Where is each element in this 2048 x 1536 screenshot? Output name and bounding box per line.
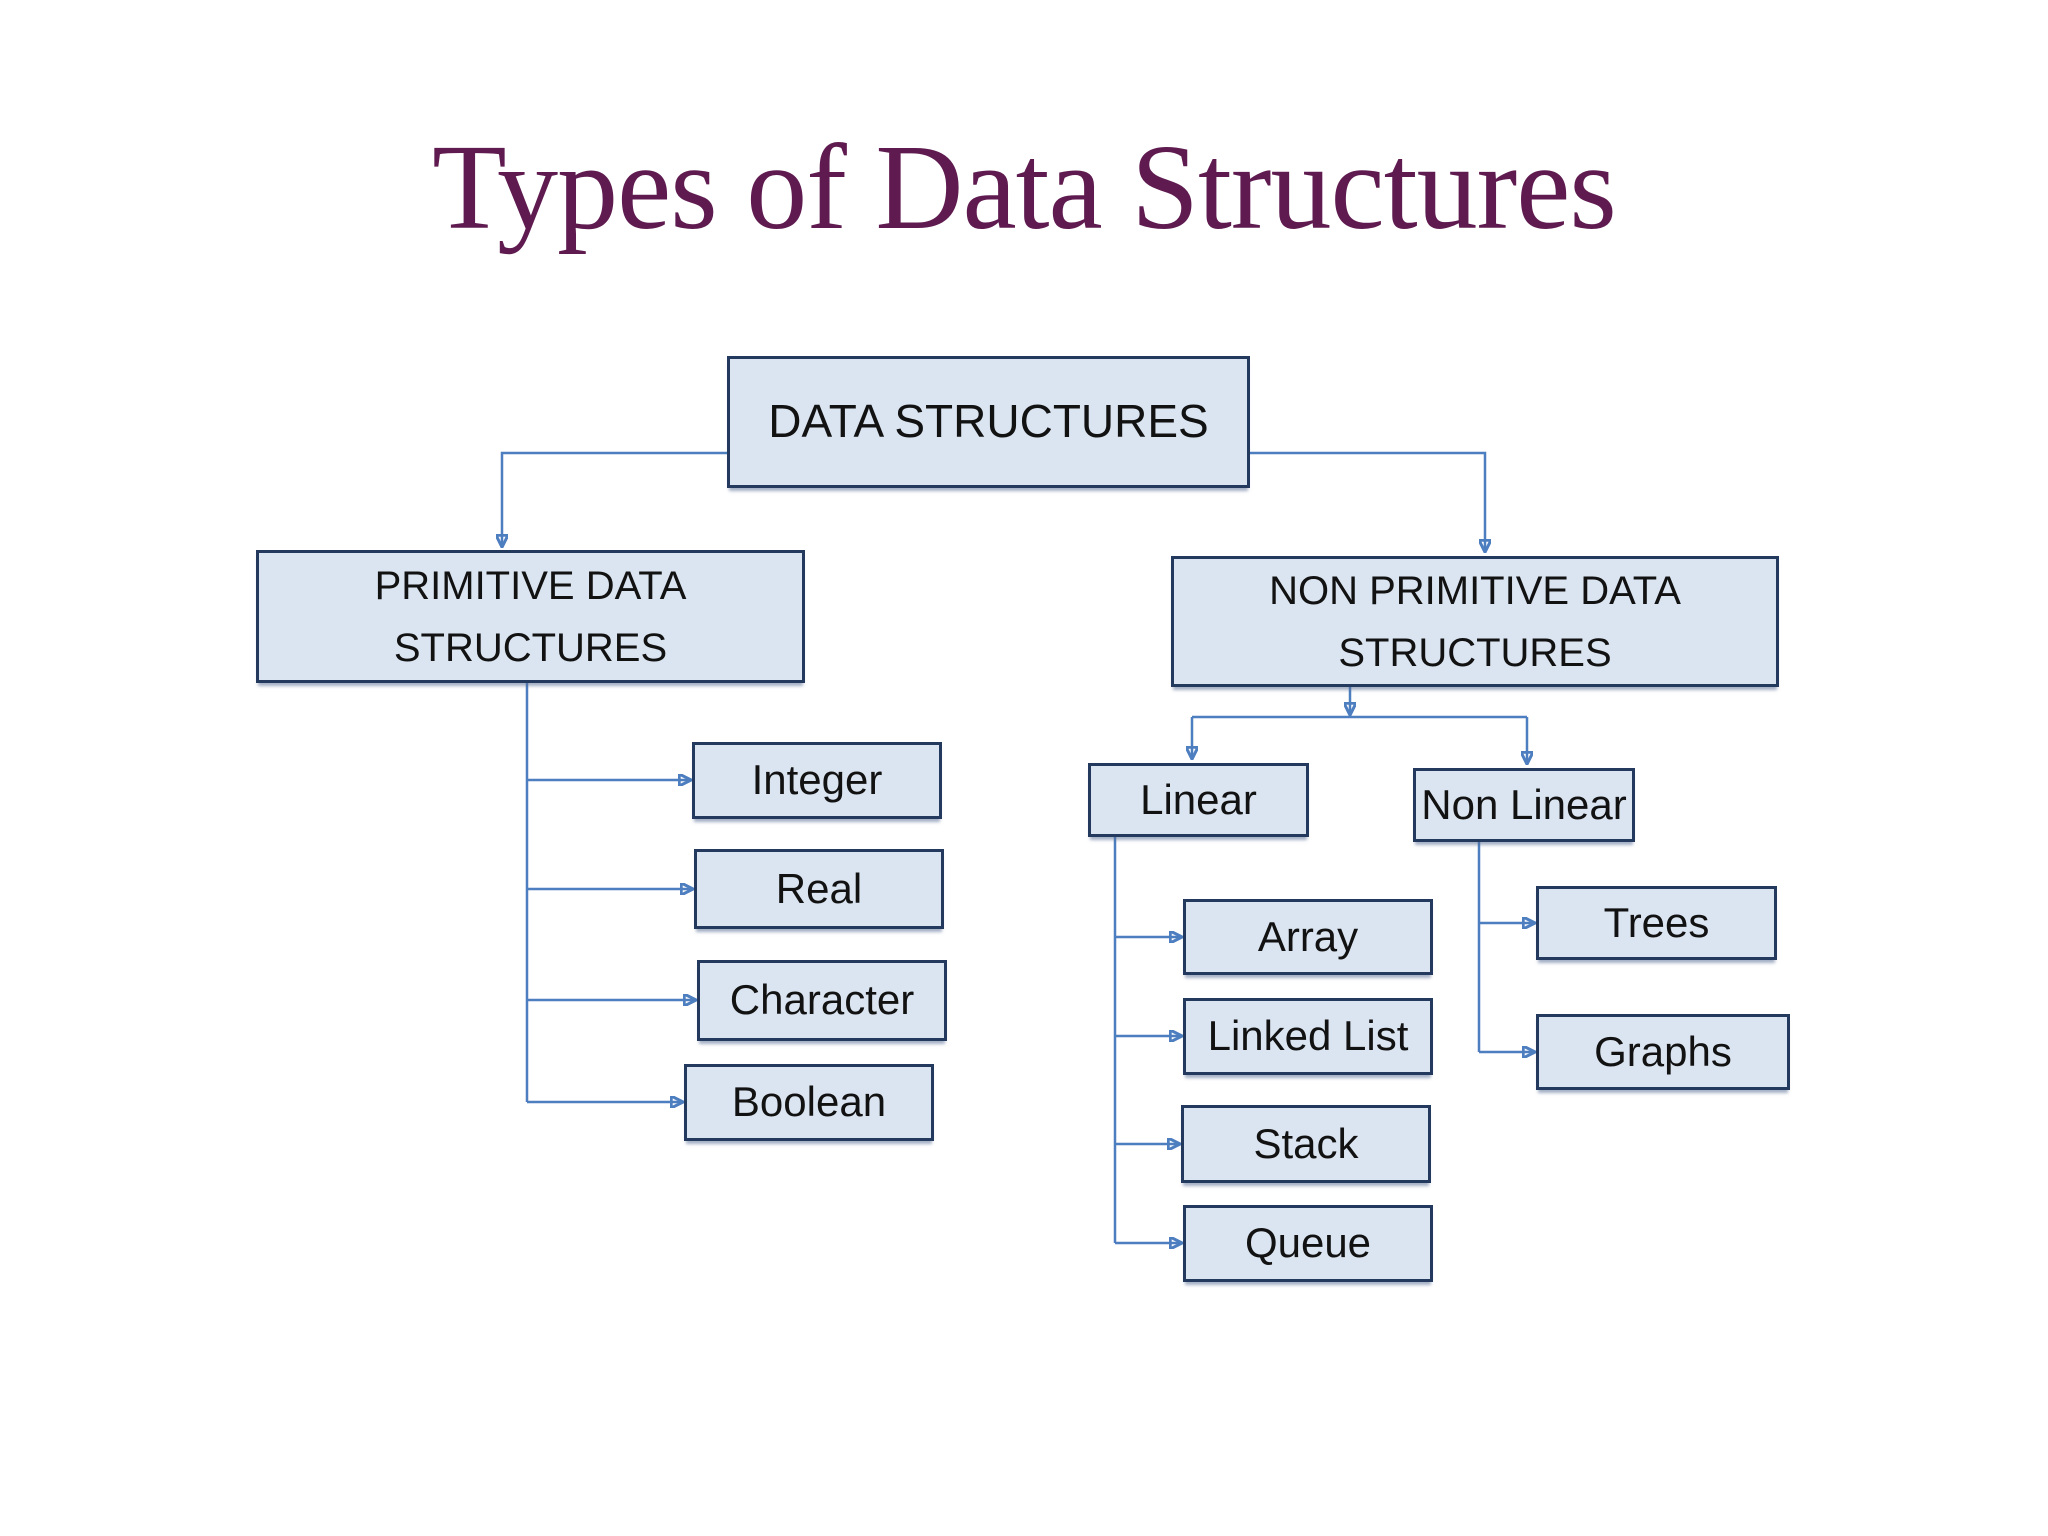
node-linear-label: Linear — [1140, 775, 1257, 823]
node-array: Array — [1183, 899, 1433, 975]
node-character: Character — [697, 960, 947, 1041]
node-non-primitive-label-line2: STRUCTURES — [1338, 630, 1612, 675]
node-non-linear: Non Linear — [1413, 768, 1635, 842]
node-graphs-label: Graphs — [1594, 1027, 1732, 1075]
connector-root-to-primitive — [502, 451, 727, 546]
node-queue-label: Queue — [1244, 1219, 1372, 1267]
node-boolean: Boolean — [684, 1064, 934, 1141]
node-linked-list: Linked List — [1183, 998, 1433, 1075]
node-array-label: Array — [1257, 912, 1359, 960]
page-title: Types of Data Structures — [432, 120, 1617, 255]
node-primitive-label-line2: STRUCTURES — [393, 625, 668, 670]
node-queue: Queue — [1183, 1205, 1433, 1282]
connector-root-to-non-primitive — [1250, 451, 1485, 551]
node-non-primitive-data-structures: NON PRIMITIVE DATA STRUCTURES — [1171, 556, 1779, 687]
node-non-primitive-label-line1: NON PRIMITIVE DATA — [1269, 568, 1681, 613]
node-linear: Linear — [1088, 763, 1309, 837]
node-integer: Integer — [692, 742, 942, 819]
node-character-label: Character — [729, 976, 915, 1024]
node-data-structures: DATA STRUCTURES — [727, 356, 1250, 488]
node-primitive-label-line1: PRIMITIVE DATA — [374, 563, 687, 608]
node-boolean-label: Boolean — [731, 1078, 887, 1126]
node-graphs: Graphs — [1536, 1014, 1790, 1090]
node-trees: Trees — [1536, 886, 1777, 960]
node-stack-label: Stack — [1253, 1119, 1359, 1167]
node-trees-label: Trees — [1603, 898, 1710, 946]
node-data-structures-label: DATA STRUCTURES — [768, 395, 1209, 448]
node-integer-label: Integer — [751, 756, 883, 804]
node-primitive-data-structures: PRIMITIVE DATA STRUCTURES — [256, 550, 805, 683]
node-non-linear-label: Non Linear — [1421, 780, 1627, 828]
node-real-label: Real — [775, 864, 863, 912]
node-stack: Stack — [1181, 1105, 1431, 1183]
node-linked-list-label: Linked List — [1207, 1012, 1409, 1060]
node-real: Real — [694, 849, 944, 929]
